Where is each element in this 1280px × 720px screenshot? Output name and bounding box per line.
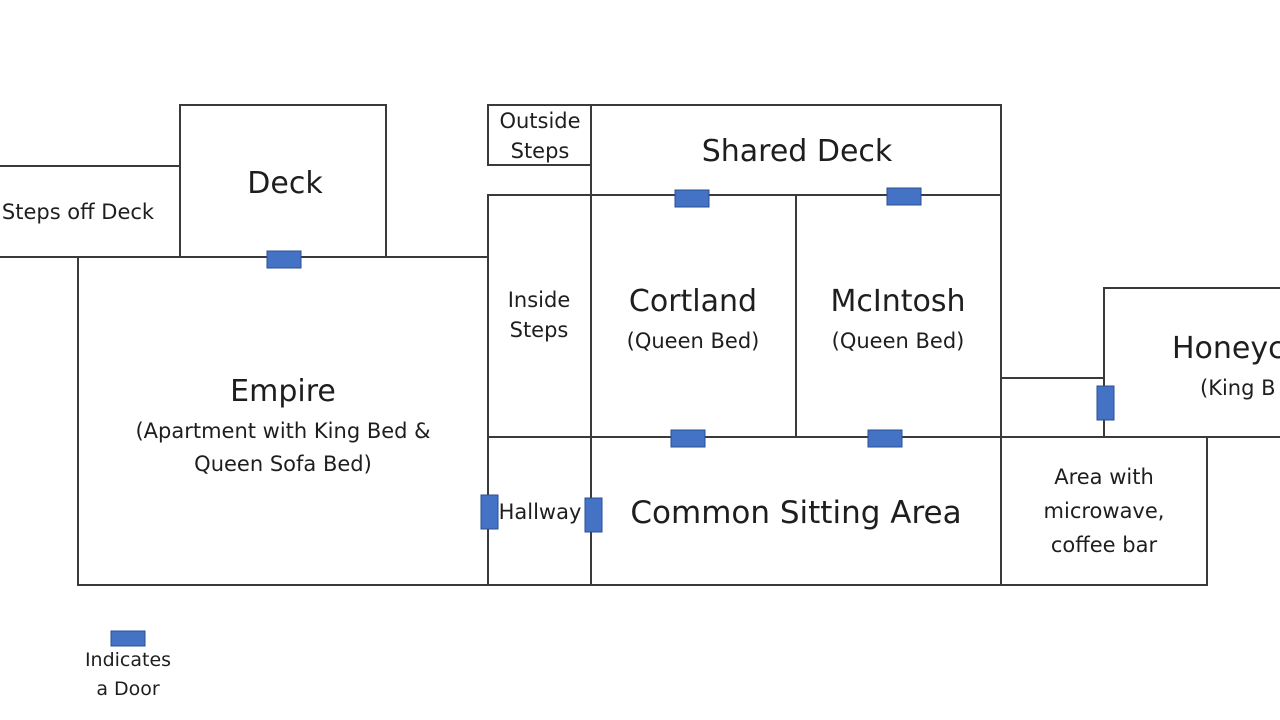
steps-off-deck-label: Steps off Deck	[2, 200, 155, 224]
microwave-area-label-line1: Area with	[1054, 465, 1154, 489]
door-cortland-common	[670, 429, 706, 448]
microwave-area-label-line2: microwave,	[1044, 499, 1165, 523]
door-mcintosh-common	[867, 429, 903, 448]
empire-label: Empire	[230, 374, 336, 409]
shared-deck-label: Shared Deck	[702, 134, 893, 169]
honeycrisp-detail: (King B	[1200, 376, 1276, 400]
honeycrisp-label: Honeyc	[1172, 331, 1280, 366]
doors	[266, 187, 1115, 533]
mcintosh-detail: (Queen Bed)	[832, 329, 965, 353]
inside-steps-label-line1: Inside	[508, 288, 571, 312]
outside-steps-label-line2: Steps	[511, 139, 570, 163]
vestibule-wall	[1001, 377, 1105, 437]
common-sitting-area-label: Common Sitting Area	[630, 495, 961, 531]
legend: Indicates a Door	[85, 630, 171, 700]
legend-door-swatch	[110, 630, 146, 647]
cortland-label: Cortland	[629, 284, 757, 319]
door-deck-empire	[266, 250, 302, 269]
mcintosh-label: McIntosh	[831, 284, 966, 319]
legend-label-line1: Indicates	[85, 649, 171, 671]
inside-steps-wall	[487, 194, 592, 438]
empire-detail-line1: (Apartment with King Bed &	[135, 419, 430, 443]
cortland-detail: (Queen Bed)	[627, 329, 760, 353]
door-shared-deck-cortland	[674, 189, 710, 208]
empire-detail-line2: Queen Sofa Bed)	[194, 452, 372, 476]
door-honeycrisp	[1096, 385, 1115, 421]
legend-label-line2: a Door	[96, 678, 160, 700]
outside-steps-label-line1: Outside	[499, 109, 580, 133]
microwave-area-label-line3: coffee bar	[1051, 533, 1158, 557]
door-hallway-common	[584, 497, 603, 533]
door-empire-hallway	[480, 494, 499, 530]
room-labels: Steps off Deck Deck Empire (Apartment wi…	[2, 109, 1280, 557]
hallway-label: Hallway	[499, 500, 582, 524]
honeycrisp-wall	[1103, 287, 1280, 438]
inside-steps-label-line2: Steps	[510, 318, 569, 342]
door-shared-deck-mcintosh	[886, 187, 922, 206]
deck-label: Deck	[247, 166, 323, 201]
